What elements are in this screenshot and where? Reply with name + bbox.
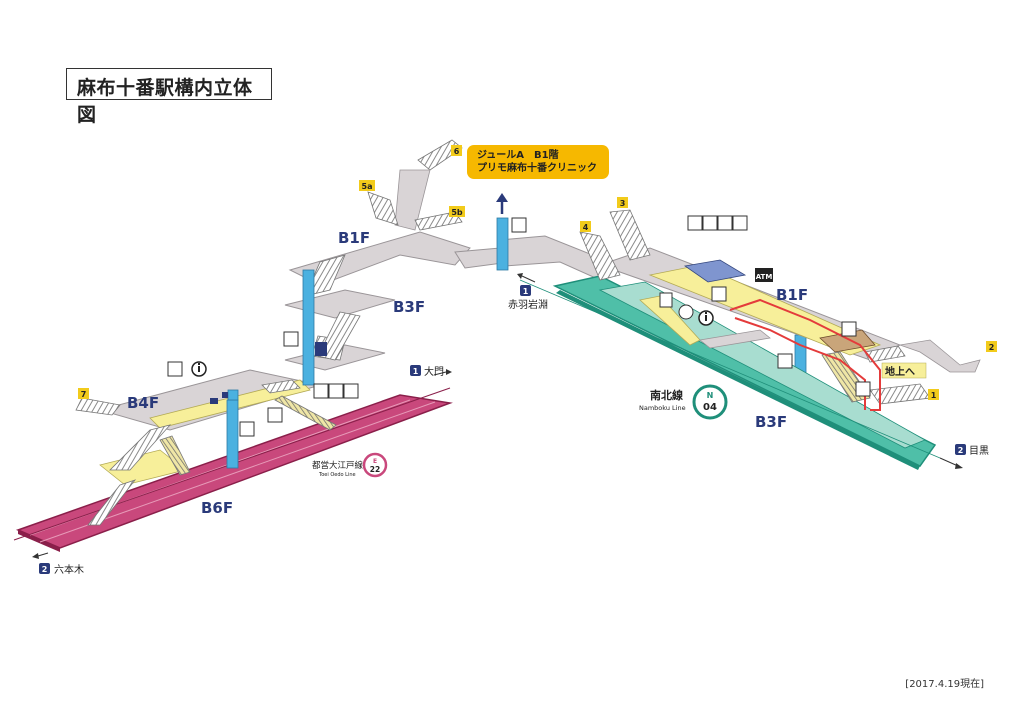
exit-label-6: 6: [454, 147, 460, 156]
namboku-line-name: 南北線: [650, 388, 683, 402]
date-label: [2017.4.19現在]: [905, 679, 984, 690]
atm-label: ATM: [756, 273, 773, 281]
oedo-station-number: 22: [370, 465, 380, 474]
direction-num-roppongi: 2: [42, 565, 48, 574]
callout-line-1: ジュールA B1階: [477, 150, 559, 161]
callout-line-2: プリモ麻布十番クリニック: [477, 163, 597, 174]
b1f-left-exit-stairs: [367, 139, 463, 231]
phone-icon: [678, 304, 694, 320]
to-ground-label: 地上へ: [885, 365, 915, 378]
b4f-stairs: [87, 395, 337, 526]
direction-num-meguro: 2: [958, 446, 964, 455]
oedo-platform: [15, 394, 453, 552]
exit-label-5b: 5b: [451, 208, 463, 217]
oedo-station-letter: E: [373, 458, 377, 465]
exit-label-1: 1: [931, 391, 937, 400]
oedo-line-name: 都営大江戸線: [312, 460, 364, 471]
namboku-station-symbol: [692, 384, 728, 420]
direction-arrows: [32, 193, 963, 559]
exit-label-2: 2: [989, 343, 995, 352]
floor-label-b1f-right: B1F: [776, 286, 808, 304]
namboku-station-number: 04: [703, 402, 717, 413]
exit-7-stairs: [75, 397, 121, 416]
namboku-platform: [552, 275, 937, 470]
namboku-station-letter: N: [707, 391, 714, 400]
b1f-left-concourse: [288, 231, 611, 297]
exit-badges: [78, 145, 997, 400]
floor-label-b6f: B6F: [201, 499, 233, 517]
oedo-line-roman: Toei Oedo Line: [318, 472, 356, 478]
direction-label-roppongi: 六本木: [54, 563, 84, 576]
floor-label-b4f: B4F: [127, 394, 159, 412]
direction-label-daimon: 大門: [424, 365, 444, 378]
floor-label-b3f-right: B3F: [755, 413, 787, 431]
exit-label-7: 7: [81, 390, 87, 399]
info-icon: [191, 310, 714, 377]
exit-label-5a: 5a: [362, 182, 373, 191]
direction-badges: [39, 285, 966, 574]
b4f-stairs-small: [261, 379, 301, 394]
b3f-left-concourse: [284, 289, 396, 371]
ticket-gate-icon: [210, 398, 218, 404]
exit-label-4: 4: [583, 223, 589, 232]
elevator-icon: [239, 217, 871, 437]
direction-label-meguro: 目黒: [969, 445, 989, 457]
station-office-icon: [167, 215, 857, 399]
direction-num-daimon: 1: [413, 367, 419, 376]
callout-box: ジュールA B1階 プリモ麻布十番クリニック: [467, 145, 609, 179]
exit-label-3: 3: [620, 199, 626, 208]
oedo-station-symbol: [362, 452, 388, 478]
direction-num-akabane: 1: [523, 287, 529, 296]
page-title: 麻布十番駅構内立体図: [77, 77, 253, 126]
floor-label-b1f-left: B1F: [338, 229, 370, 247]
atm-icon: [755, 268, 773, 282]
namboku-line-roman: Namboku Line: [639, 404, 686, 412]
b1f-right-exit-stairs: [579, 209, 981, 405]
ticket-machine-icon: [222, 392, 228, 398]
namboku-track-line: [519, 279, 941, 459]
floor-label-b3f-left: B3F: [393, 298, 425, 316]
direction-label-akabane: 赤羽岩淵: [508, 298, 548, 311]
title-box: 麻布十番駅構内立体図: [66, 68, 272, 126]
